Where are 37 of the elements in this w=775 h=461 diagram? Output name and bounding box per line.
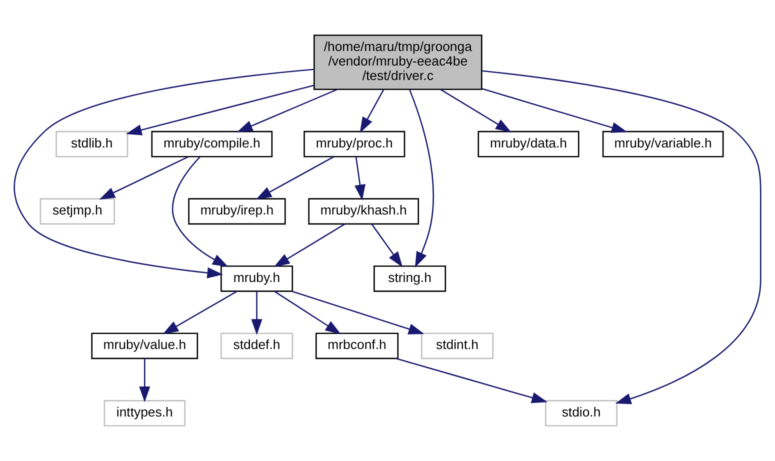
node-box: string.h [374,265,446,292]
node-box: /home/maru/tmp/groonga /vendor/mruby-eeac4be /test/driver.c [313,34,482,90]
arrow [360,89,384,133]
arrow [139,358,150,402]
arrow [482,88,628,133]
arrow [256,156,334,200]
node-box: mruby/data.h [478,130,580,158]
arrow [162,290,238,334]
node-box: mruby/variable.h [602,130,724,158]
node-box: inttypes.h [104,400,186,426]
node-box: mruby/proc.h [304,130,406,158]
node-box: mruby.h [220,265,294,292]
arrow [440,89,512,132]
arrow [354,156,366,200]
arrow [482,70,762,404]
arrow [291,290,424,334]
node-box: stddef.h [220,332,294,360]
arrow [371,224,403,268]
node-box: stdint.h [420,332,494,360]
node-box: stdlib.h [56,130,128,158]
node-box: stdio.h [544,400,618,426]
arrow [274,290,342,334]
arrow [99,156,189,200]
node-box: mruby/khash.h [308,198,420,225]
arrow [409,89,434,268]
arrow [14,68,314,278]
arrow [126,84,314,136]
node-box: mruby/compile.h [151,130,273,158]
arrow [274,223,346,268]
node-box: mrbconf.h [315,332,399,360]
node-box: mruby/value.h [91,332,198,360]
arrow [236,88,338,132]
arrow [172,156,228,267]
node-box: mruby/irep.h [188,198,286,225]
node-box: setjmp.h [40,198,115,225]
arrow [251,291,262,336]
arrow [396,358,548,404]
